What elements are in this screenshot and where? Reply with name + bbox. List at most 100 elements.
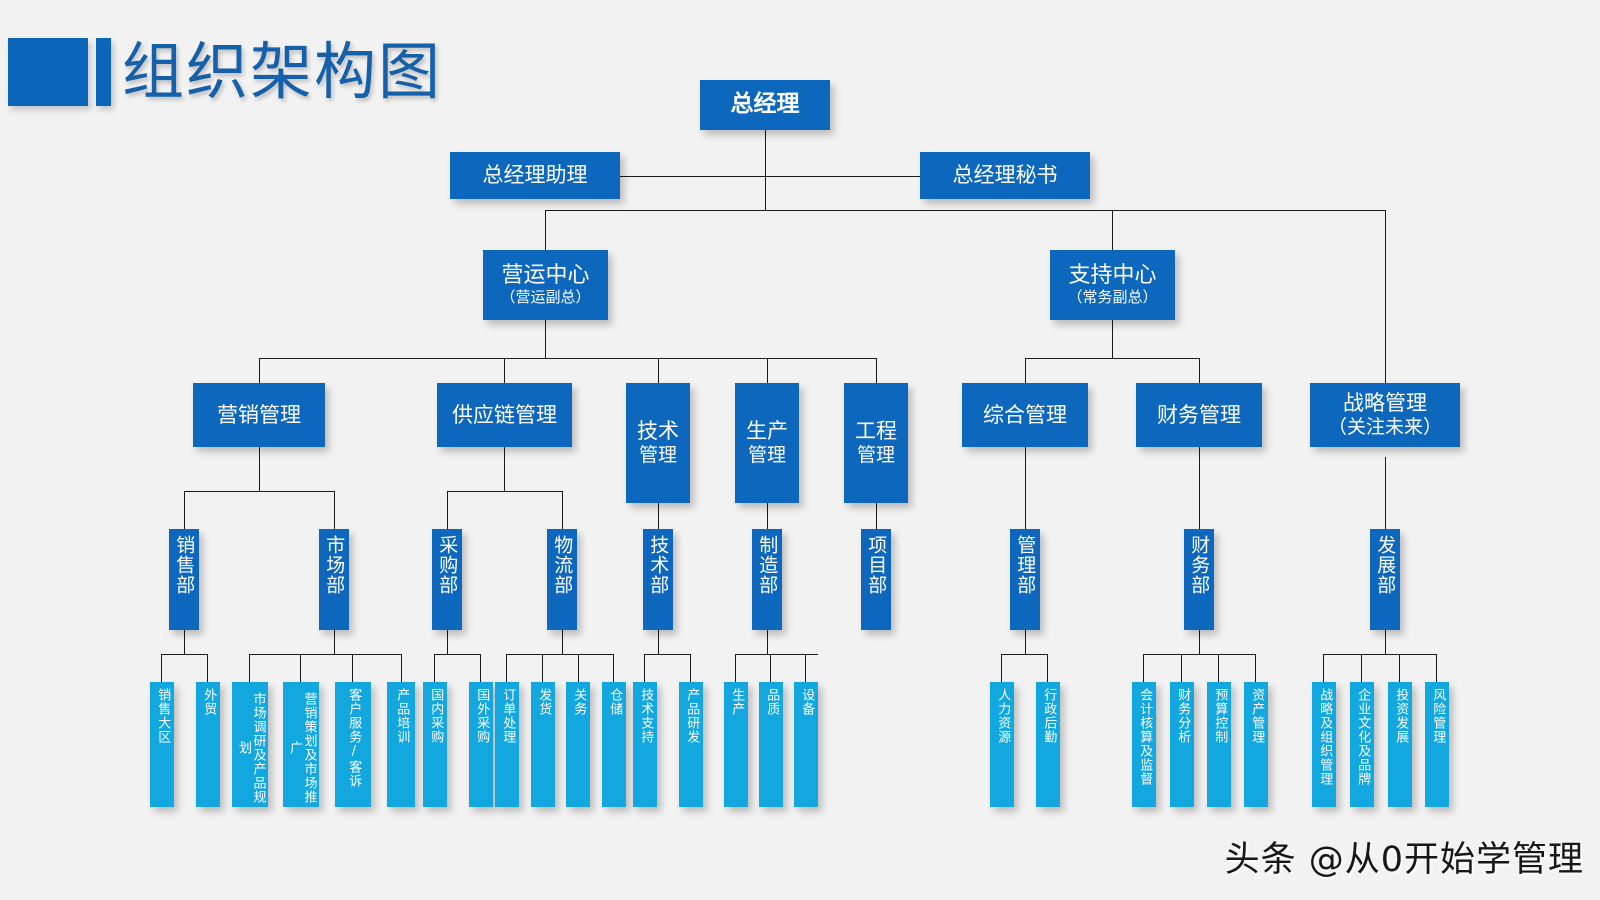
node-leaf-investment-development[interactable]: 投资发展 xyxy=(1388,682,1412,807)
node-leaf-human-resources[interactable]: 人力资源 xyxy=(990,682,1014,807)
node-support-center-sublabel: （常务副总） xyxy=(1067,288,1158,307)
node-dept-technology[interactable]: 技术部 xyxy=(643,529,673,630)
node-dept-sales[interactable]: 销售部 xyxy=(169,529,199,630)
node-strategy-management[interactable]: 战略管理 （关注未来） xyxy=(1310,383,1460,447)
node-leaf-product-training-label: 产品培训 xyxy=(394,688,410,744)
node-leaf-market-research[interactable]: 市场调研及产品规划 xyxy=(232,682,268,807)
node-finance-management-label: 财务管理 xyxy=(1157,402,1241,427)
node-leaf-overseas-purchase-label: 国外采购 xyxy=(474,688,490,744)
node-dept-manufacturing-label: 制造部 xyxy=(756,535,779,595)
connector-support-center-drop xyxy=(1112,210,1113,250)
node-leaf-culture-brand[interactable]: 企业文化及品牌 xyxy=(1350,682,1374,807)
connector-assistants-bus xyxy=(620,176,920,177)
node-leaf-strategy-organization-label: 战略及组织管理 xyxy=(1317,688,1333,786)
connector-tech-drop xyxy=(658,358,659,383)
connector-finance-drop xyxy=(1199,358,1200,383)
node-dept-administration[interactable]: 管理部 xyxy=(1010,529,1040,630)
node-technology-management-label-2: 管理 xyxy=(638,444,677,467)
title-decor-block xyxy=(8,38,88,106)
connector-sales-bus xyxy=(161,654,207,655)
node-leaf-customs[interactable]: 关务 xyxy=(566,682,590,807)
node-leaf-production[interactable]: 生产 xyxy=(724,682,748,807)
node-gm-assistant-label: 总经理助理 xyxy=(482,163,588,188)
connector-leaf-foreign-trade xyxy=(207,654,208,682)
node-dept-marketing[interactable]: 市场部 xyxy=(319,529,349,630)
connector-purchase-dept-drop xyxy=(447,491,448,529)
node-leaf-human-resources-label: 人力资源 xyxy=(995,688,1011,744)
node-leaf-warehousing[interactable]: 仓储 xyxy=(602,682,626,807)
connector-mktmgmt-bus xyxy=(184,491,334,492)
node-strategy-management-sublabel: （关注未来） xyxy=(1327,416,1442,439)
node-dept-development-label: 发展部 xyxy=(1374,535,1397,595)
node-leaf-product-training[interactable]: 产品培训 xyxy=(387,682,415,807)
node-leaf-order-processing-label: 订单处理 xyxy=(500,688,516,744)
node-leaf-culture-brand-label: 企业文化及品牌 xyxy=(1355,688,1371,786)
node-support-center-label: 支持中心 xyxy=(1068,263,1157,289)
connector-general-drop xyxy=(1025,358,1026,383)
node-engineering-management[interactable]: 工程 管理 xyxy=(844,383,908,503)
node-leaf-risk-management[interactable]: 风险管理 xyxy=(1425,682,1449,807)
node-leaf-domestic-purchase-label: 国内采购 xyxy=(428,688,444,744)
node-leaf-budget-control[interactable]: 预算控制 xyxy=(1207,682,1231,807)
connector-manufacture-down xyxy=(767,630,768,654)
node-leaf-admin-logistics[interactable]: 行政后勤 xyxy=(1036,682,1060,807)
node-supply-chain-management[interactable]: 供应链管理 xyxy=(437,383,572,447)
node-leaf-asset-management[interactable]: 资产管理 xyxy=(1244,682,1268,807)
node-leaf-quality-label: 品质 xyxy=(764,688,780,716)
node-leaf-shipping-label: 发货 xyxy=(536,688,552,716)
node-operations-center[interactable]: 营运中心 （营运副总） xyxy=(483,250,608,320)
connector-leaf-strategy-org xyxy=(1323,654,1324,682)
connector-leaf-product-training xyxy=(401,654,402,682)
node-strategy-management-label: 战略管理 xyxy=(1343,391,1427,416)
node-general-manager-label: 总经理 xyxy=(730,91,800,118)
node-dept-manufacturing[interactable]: 制造部 xyxy=(752,529,782,630)
node-leaf-order-processing[interactable]: 订单处理 xyxy=(495,682,519,807)
node-leaf-marketing-promotion[interactable]: 营销策划及市场推广 xyxy=(283,682,319,807)
node-technology-management[interactable]: 技术 管理 xyxy=(626,383,690,503)
node-leaf-accounting-supervision[interactable]: 会计核算及监督 xyxy=(1132,682,1156,807)
node-production-management-label-2: 管理 xyxy=(747,444,786,467)
connector-purchase-bus xyxy=(434,654,480,655)
connector-scm-down xyxy=(504,447,505,491)
node-dept-logistics[interactable]: 物流部 xyxy=(547,529,577,630)
node-leaf-equipment-label: 设备 xyxy=(799,688,815,716)
node-leaf-foreign-trade[interactable]: 外贸 xyxy=(196,682,220,807)
node-leaf-asset-management-label: 资产管理 xyxy=(1249,688,1265,744)
node-general-management-label: 综合管理 xyxy=(983,402,1067,427)
node-leaf-sales-region[interactable]: 销售大区 xyxy=(150,682,174,807)
node-leaf-quality[interactable]: 品质 xyxy=(759,682,783,807)
node-support-center[interactable]: 支持中心 （常务副总） xyxy=(1050,250,1175,320)
node-leaf-domestic-purchase[interactable]: 国内采购 xyxy=(423,682,447,807)
node-marketing-management[interactable]: 营销管理 xyxy=(193,383,325,447)
node-leaf-shipping[interactable]: 发货 xyxy=(531,682,555,807)
connector-leaf-sales-region xyxy=(161,654,162,682)
connector-logistics-down xyxy=(562,630,563,654)
node-gm-secretary[interactable]: 总经理秘书 xyxy=(920,152,1090,199)
node-dept-marketing-label: 市场部 xyxy=(323,535,346,595)
node-leaf-product-rd[interactable]: 产品研发 xyxy=(679,682,703,807)
node-dept-purchasing[interactable]: 采购部 xyxy=(432,529,462,630)
connector-support-down xyxy=(1112,320,1113,358)
node-leaf-product-rd-label: 产品研发 xyxy=(684,688,700,744)
node-finance-management[interactable]: 财务管理 xyxy=(1136,383,1262,447)
node-leaf-equipment[interactable]: 设备 xyxy=(794,682,818,807)
node-leaf-overseas-purchase[interactable]: 国外采购 xyxy=(469,682,493,807)
node-dept-logistics-label: 物流部 xyxy=(551,535,574,595)
node-gm-assistant[interactable]: 总经理助理 xyxy=(450,152,620,199)
node-leaf-financial-analysis-label: 财务分析 xyxy=(1175,688,1191,744)
node-leaf-customer-service[interactable]: 客户服务/客诉 xyxy=(335,682,371,807)
node-leaf-tech-support[interactable]: 技术支持 xyxy=(633,682,657,807)
node-dept-development[interactable]: 发展部 xyxy=(1370,529,1400,630)
connector-leaf-marketing-promo xyxy=(300,654,301,682)
page-title: 组织架构图 xyxy=(122,35,443,108)
node-production-management[interactable]: 生产 管理 xyxy=(735,383,799,503)
node-leaf-strategy-organization[interactable]: 战略及组织管理 xyxy=(1312,682,1336,807)
node-engineering-management-label-2: 管理 xyxy=(856,444,895,467)
node-general-management[interactable]: 综合管理 xyxy=(962,383,1088,447)
node-general-manager[interactable]: 总经理 xyxy=(700,80,830,130)
node-dept-finance[interactable]: 财务部 xyxy=(1184,529,1214,630)
connector-ops-center-drop xyxy=(545,210,546,250)
node-dept-project[interactable]: 项目部 xyxy=(861,529,891,630)
node-leaf-financial-analysis[interactable]: 财务分析 xyxy=(1170,682,1194,807)
